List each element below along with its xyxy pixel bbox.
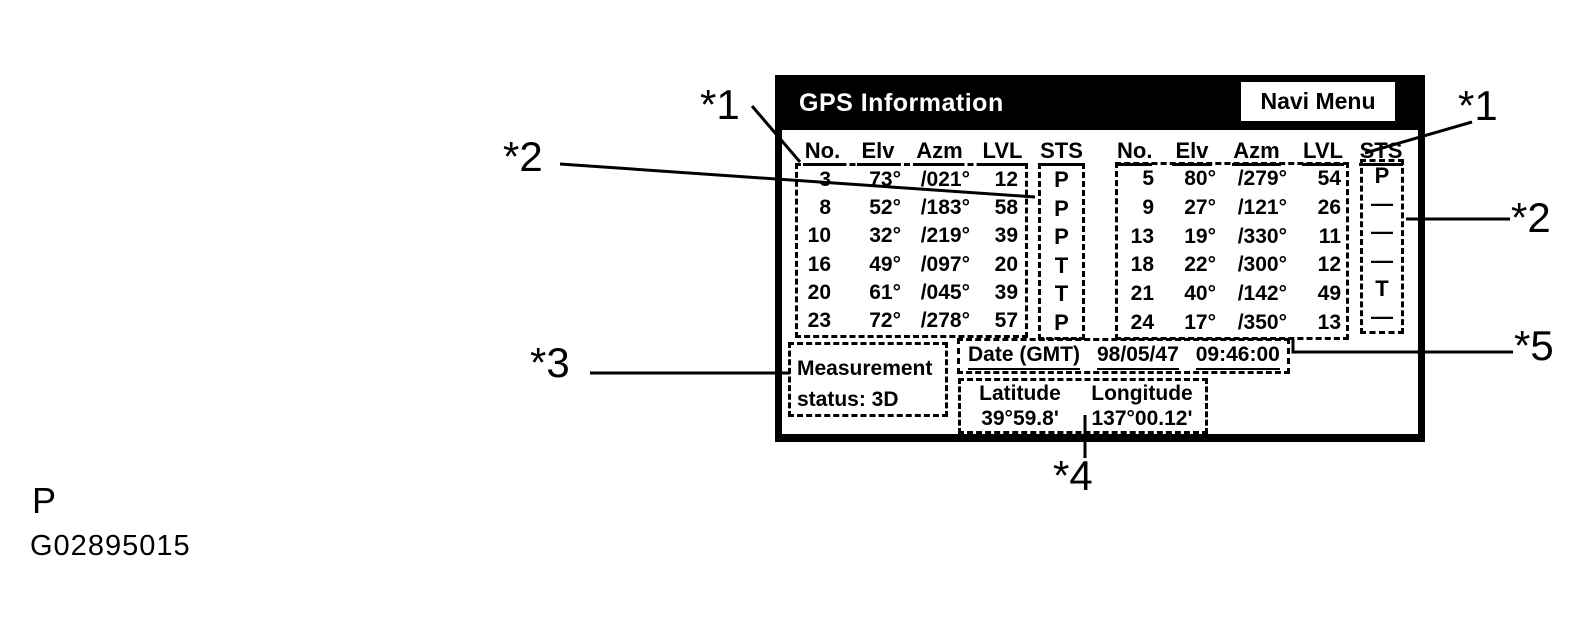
measurement-status-box: Measurement status: 3D: [788, 342, 948, 417]
sts-value: P: [1054, 309, 1069, 335]
longitude-label: Longitude: [1091, 382, 1193, 405]
navi-menu-button[interactable]: Navi Menu: [1241, 82, 1395, 121]
sts-value: —: [1371, 219, 1393, 245]
col-header-no: No.: [803, 139, 842, 166]
sts-value: T: [1375, 275, 1389, 301]
measurement-label: Measurement: [797, 357, 933, 380]
callout-1-left: *1: [700, 81, 740, 128]
callout-1-right: *1: [1458, 82, 1498, 129]
figure-id: G02895015: [30, 530, 191, 562]
sts-value: —: [1371, 303, 1393, 329]
position-box: Latitude Longitude 39°59.8' 137°00.12': [958, 378, 1208, 434]
measurement-status-value: status: 3D: [797, 388, 899, 411]
date-label: Date (GMT): [968, 343, 1080, 370]
callout-3: *3: [530, 339, 570, 386]
callout-2-right: *2: [1511, 194, 1551, 241]
time-value: 09:46:00: [1195, 343, 1280, 370]
sts-value: —: [1371, 247, 1393, 273]
callout-2-left: *2: [503, 133, 543, 180]
sts-value: P: [1374, 163, 1390, 189]
right-sts-column: P — — — T —: [1360, 159, 1404, 334]
gps-information-screen: GPS Information Navi Menu No. Elv Azm LV…: [775, 75, 1425, 442]
sts-value: P: [1054, 195, 1069, 221]
sts-value: T: [1054, 252, 1069, 278]
col-header-elv: Elv: [857, 139, 899, 166]
left-sts-column: P P P T T P: [1038, 163, 1085, 340]
sts-value: P: [1054, 224, 1069, 250]
callout-4: *4: [1053, 452, 1093, 499]
sts-value: T: [1054, 281, 1069, 307]
col-header-lvl: LVL: [982, 139, 1023, 166]
date-gmt-box: Date (GMT) 98/05/47 09:46:00: [957, 338, 1290, 374]
page-marker: P: [32, 480, 57, 521]
col-header-sts: STS: [1039, 139, 1084, 166]
sts-value: P: [1054, 167, 1069, 193]
latitude-value: 39°59.8': [981, 407, 1059, 430]
col-header-azm: Azm: [916, 139, 963, 166]
sts-value: —: [1371, 191, 1393, 217]
longitude-value: 137°00.12': [1091, 407, 1193, 430]
callout-5: *5: [1514, 322, 1554, 369]
latitude-label: Latitude: [979, 382, 1061, 405]
screen-title: GPS Information: [799, 89, 1004, 117]
date-value: 98/05/47: [1097, 343, 1179, 370]
